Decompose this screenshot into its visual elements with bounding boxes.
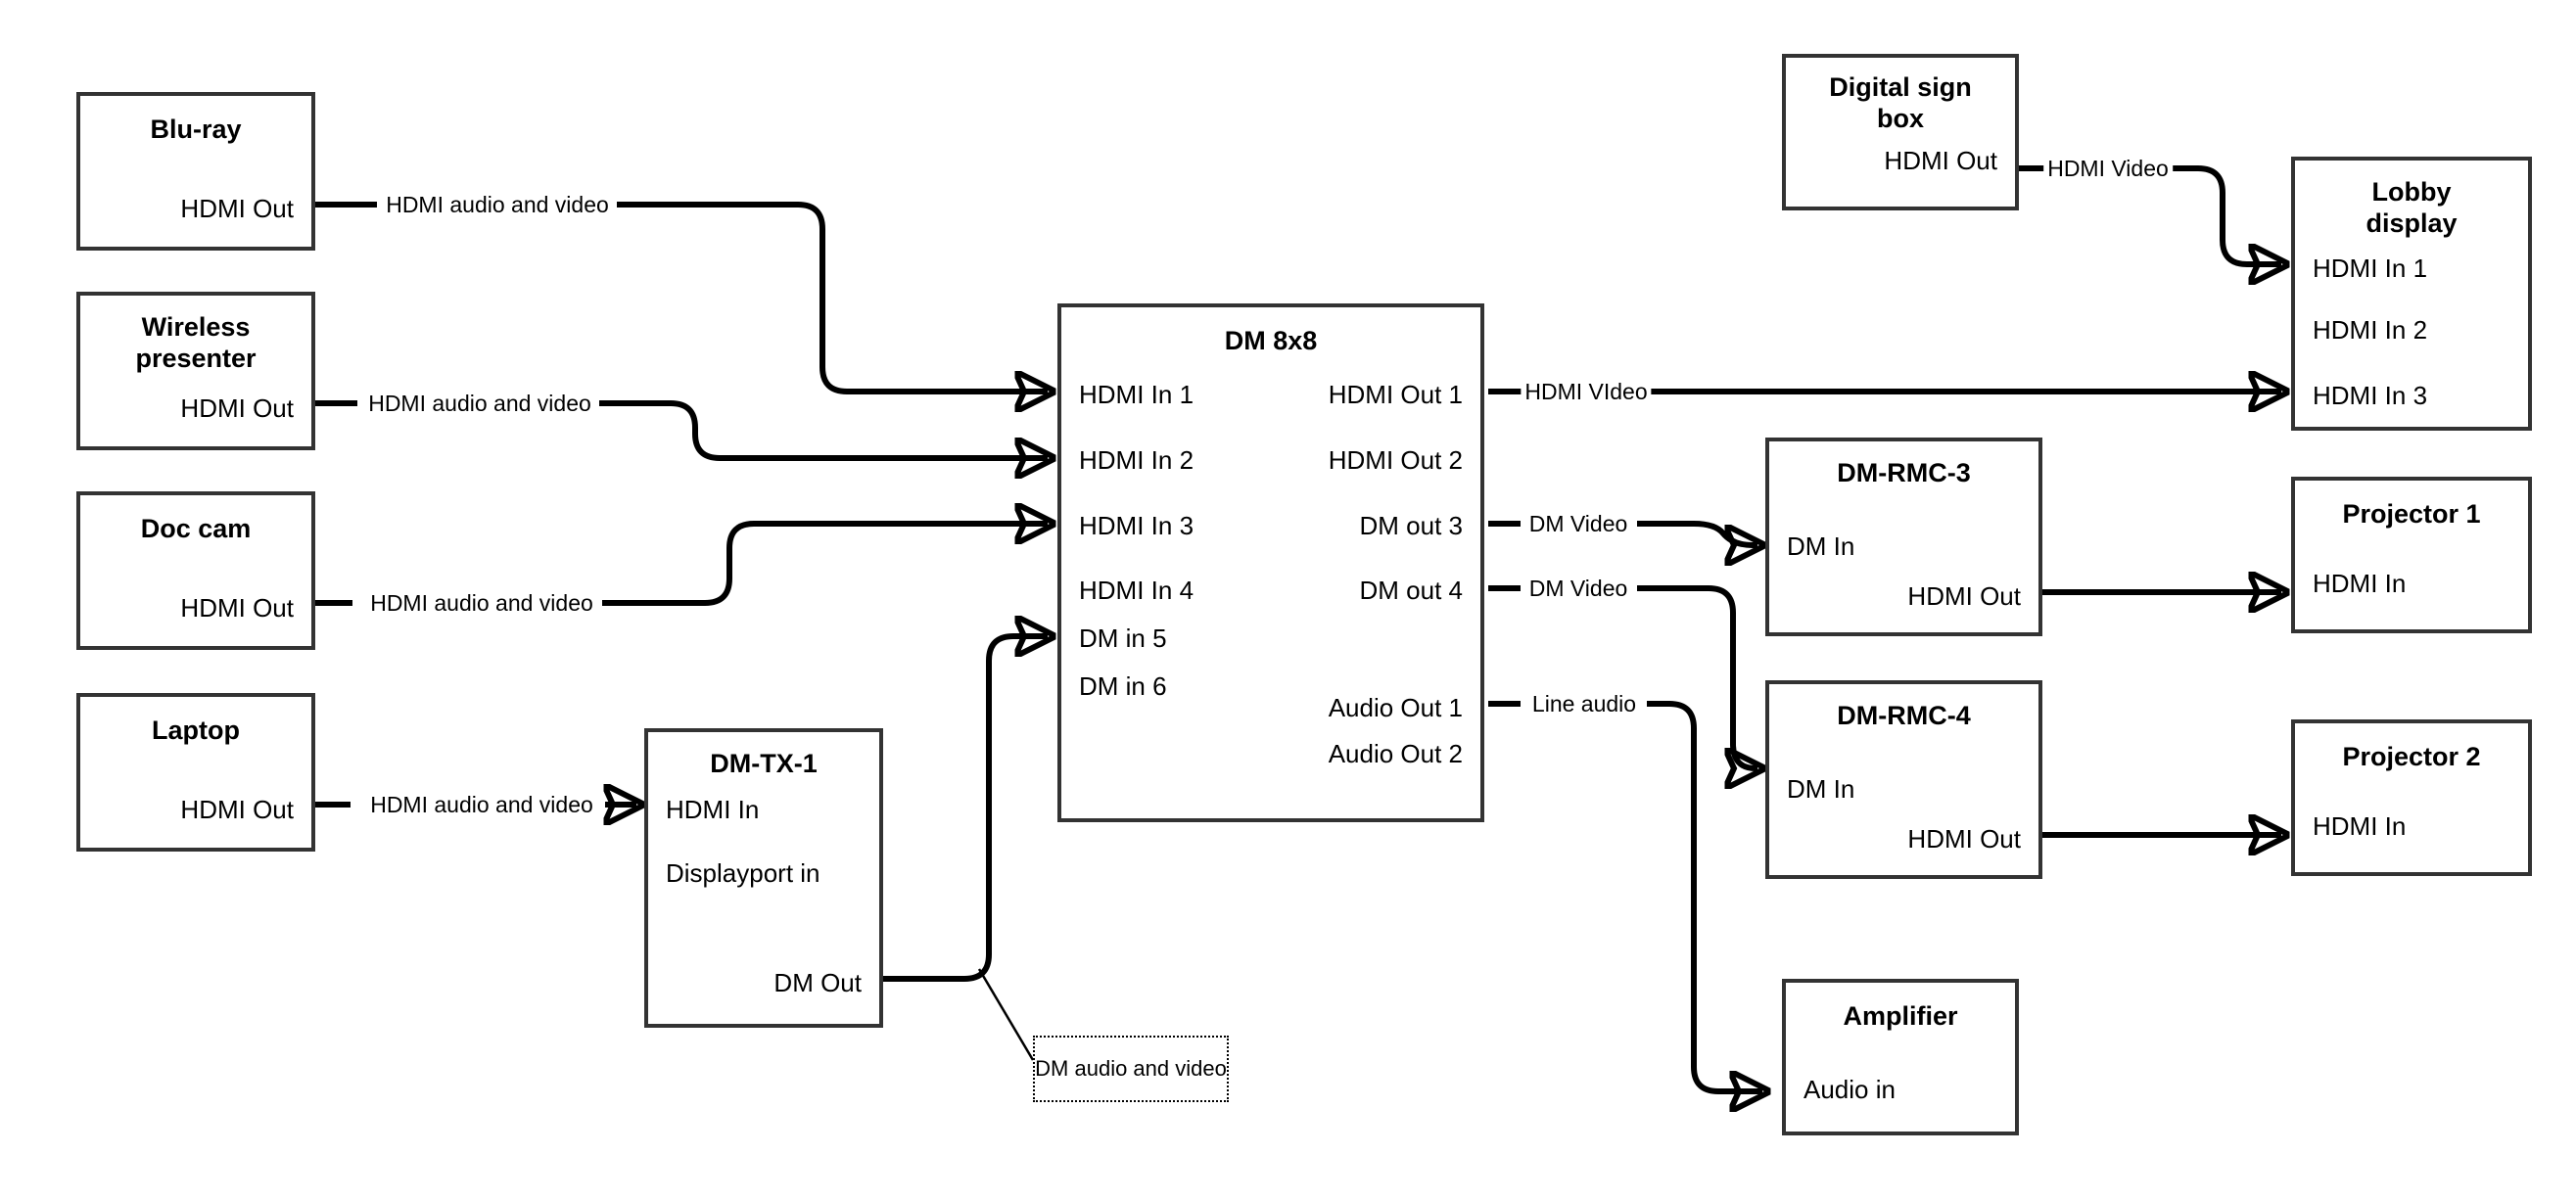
node-dm-rmc-3[interactable]: DM-RMC-3 DM In HDMI Out [1765,438,2042,636]
node-dm-tx-1-port-hdmi-in[interactable]: HDMI In [666,795,760,824]
node-digital-sign-box-title: Digital sign box [1829,72,1972,133]
node-dm-8x8-port-hdmi-in-3[interactable]: HDMI In 3 [1079,511,1194,540]
annotation-dm-audio-video: DM audio and video [1033,1036,1229,1102]
node-bluray-title: Blu-ray [150,115,242,144]
node-projector-1-port-hdmi-in[interactable]: HDMI In [2313,569,2407,598]
node-lobby-display[interactable]: Lobby display HDMI In 1 HDMI In 2 HDMI I… [2291,157,2532,431]
node-projector-2[interactable]: Projector 2 HDMI In [2291,719,2532,876]
node-dm-8x8-title: DM 8x8 [1224,326,1318,355]
node-dm-8x8-port-audio-out-1[interactable]: Audio Out 1 [1328,693,1463,722]
node-dm-8x8-port-hdmi-in-4[interactable]: HDMI In 4 [1079,576,1194,605]
edge-label-sign-to-lobby1: HDMI Video [2043,156,2173,181]
node-dm-8x8-port-dm-out-3[interactable]: DM out 3 [1359,511,1464,540]
wire-sign-to-lobby1 [2019,165,2281,264]
node-wireless-presenter-port-hdmi-out[interactable]: HDMI Out [180,393,294,423]
node-dm-rmc-3-title: DM-RMC-3 [1837,458,1971,487]
edge-label-laptop-to-tx: HDMI audio and video [366,792,597,817]
node-laptop-port-hdmi-out[interactable]: HDMI Out [180,795,294,824]
node-dm-rmc-4-port-dm-in[interactable]: DM In [1787,774,1855,804]
wire-bluray-to-dm [315,202,1048,392]
node-dm-8x8-port-dm-out-4[interactable]: DM out 4 [1359,576,1464,605]
node-dm-8x8-port-hdmi-out-1[interactable]: HDMI Out 1 [1328,380,1463,409]
node-lobby-display-port-hdmi-in-2[interactable]: HDMI In 2 [2313,315,2428,345]
node-dm-8x8-port-audio-out-2[interactable]: Audio Out 2 [1328,739,1463,768]
edge-label-dmout4-to-rmc4: DM Video [1524,576,1632,601]
node-lobby-display-title: Lobby display [2365,177,2458,238]
node-dm-8x8[interactable]: DM 8x8 HDMI In 1 HDMI In 2 HDMI In 3 HDM… [1057,303,1484,822]
node-dm-tx-1-port-displayport-in[interactable]: Displayport in [666,858,820,888]
node-dm-tx-1[interactable]: DM-TX-1 HDMI In Displayport in DM Out [644,728,883,1028]
edge-label-wireless-to-dm: HDMI audio and video [364,391,595,416]
node-dm-8x8-port-hdmi-in-2[interactable]: HDMI In 2 [1079,445,1194,475]
node-laptop-title: Laptop [152,716,240,745]
node-doc-cam-port-hdmi-out[interactable]: HDMI Out [180,593,294,623]
edge-label-doccam-to-dm: HDMI audio and video [366,590,597,616]
wire-audioout1-to-amp [1488,701,1762,1091]
node-laptop[interactable]: Laptop HDMI Out [76,693,315,852]
edge-label-dmout1-to-lobby3: HDMI VIdeo [1521,379,1652,404]
node-dm-8x8-port-dm-in-5[interactable]: DM in 5 [1079,624,1167,653]
node-dm-tx-1-port-dm-out[interactable]: DM Out [773,968,862,997]
node-bluray-port-hdmi-out[interactable]: HDMI Out [180,194,294,223]
node-projector-2-port-hdmi-in[interactable]: HDMI In [2313,811,2407,841]
node-amplifier[interactable]: Amplifier Audio in [1782,979,2019,1135]
edge-label-audioout1-to-amp: Line audio [1527,691,1641,716]
node-lobby-display-port-hdmi-in-1[interactable]: HDMI In 1 [2313,254,2428,283]
node-amplifier-port-audio-in[interactable]: Audio in [1803,1075,1896,1104]
node-dm-8x8-port-hdmi-in-1[interactable]: HDMI In 1 [1079,380,1194,409]
node-doc-cam[interactable]: Doc cam HDMI Out [76,491,315,650]
node-wireless-presenter[interactable]: Wireless presenter HDMI Out [76,292,315,450]
edge-label-dmout3-to-rmc3: DM Video [1524,511,1632,536]
node-digital-sign-box-port-hdmi-out[interactable]: HDMI Out [1884,146,1997,175]
node-bluray[interactable]: Blu-ray HDMI Out [76,92,315,251]
wire-dmout4-to-rmc4 [1488,585,1757,768]
node-projector-1-title: Projector 1 [2342,499,2481,529]
node-dm-rmc-4-port-hdmi-out[interactable]: HDMI Out [1907,824,2021,854]
leader-dm-audio-video [977,968,1035,1061]
node-projector-1[interactable]: Projector 1 HDMI In [2291,477,2532,633]
edge-label-bluray-to-dm: HDMI audio and video [382,192,613,217]
node-dm-rmc-3-port-hdmi-out[interactable]: HDMI Out [1907,581,2021,611]
node-dm-rmc-4[interactable]: DM-RMC-4 DM In HDMI Out [1765,680,2042,879]
node-dm-rmc-4-title: DM-RMC-4 [1837,701,1971,730]
node-dm-8x8-port-hdmi-out-2[interactable]: HDMI Out 2 [1328,445,1463,475]
node-dm-rmc-3-port-dm-in[interactable]: DM In [1787,531,1855,561]
node-amplifier-title: Amplifier [1843,1001,1958,1031]
node-lobby-display-port-hdmi-in-3[interactable]: HDMI In 3 [2313,381,2428,410]
node-wireless-presenter-title: Wireless presenter [135,312,257,373]
node-projector-2-title: Projector 2 [2342,742,2481,771]
node-dm-8x8-port-dm-in-6[interactable]: DM in 6 [1079,671,1167,701]
node-doc-cam-title: Doc cam [140,514,252,543]
wire-tx-to-dm [883,636,1048,982]
node-digital-sign-box[interactable]: Digital sign box HDMI Out [1782,54,2019,210]
node-dm-tx-1-title: DM-TX-1 [710,749,818,778]
